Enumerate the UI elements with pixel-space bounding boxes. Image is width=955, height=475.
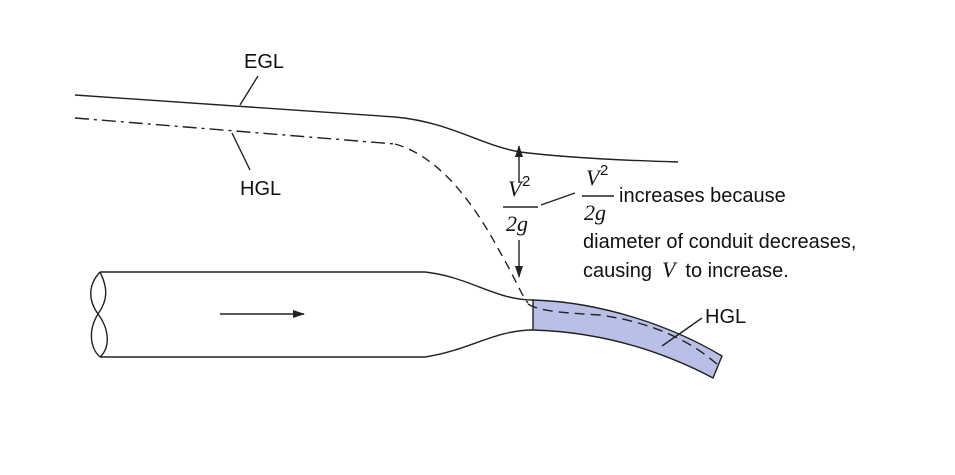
- egl-label: EGL: [244, 51, 284, 73]
- pipe-break: [90, 271, 108, 358]
- pipe-narrow: [532, 299, 723, 379]
- hgl-lower-label: HGL: [705, 306, 746, 328]
- svg-text:2: 2: [522, 173, 530, 190]
- annotation-leader: [540, 192, 576, 206]
- velocity-head-fraction-right: V 2 2g: [582, 162, 614, 225]
- svg-text:V: V: [586, 165, 602, 190]
- annotation-line-1: increases because: [619, 185, 786, 207]
- velocity-head-fraction-left: V 2 2g: [503, 173, 538, 236]
- hgl-upper-label: HGL: [240, 178, 281, 200]
- hgl-drop-line: [394, 143, 529, 304]
- egl-line: [74, 94, 679, 163]
- svg-text:V: V: [508, 176, 524, 201]
- hgl-lower-leader: [661, 317, 703, 347]
- hgl-pipe-line: [527, 303, 719, 366]
- svg-text:2g: 2g: [506, 211, 528, 236]
- hgl-upper-leader: [231, 132, 251, 171]
- annotation-line-2: diameter of conduit decreases,: [583, 231, 857, 253]
- annotation-line-3: causing V to increase.: [583, 257, 789, 282]
- egl-leader: [239, 75, 259, 106]
- svg-text:2g: 2g: [584, 200, 606, 225]
- svg-text:2: 2: [600, 162, 608, 179]
- pipe-large: [100, 271, 534, 358]
